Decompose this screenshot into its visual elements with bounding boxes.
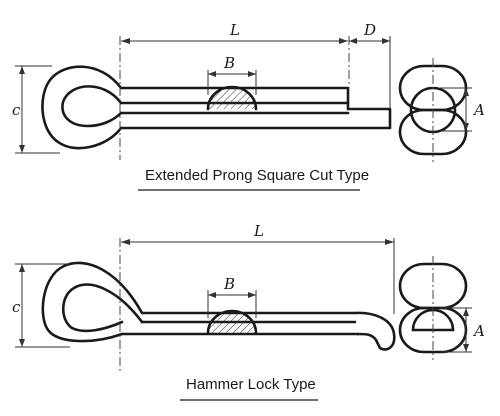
bearing-label: B [223,54,235,72]
pin-eye-outline [41,65,123,150]
top-caption: Extended Prong Square Cut Type [145,167,369,184]
top-end-view: A [398,58,485,162]
eye-label: c [12,101,21,119]
extended-prong [119,107,392,130]
bottom-caption: Hammer Lock Type [186,376,316,393]
pin-eye-inner [61,85,123,128]
section-label: A [472,101,485,119]
pin-eye-inner-bottom [61,283,144,333]
bearing-arc [206,85,258,111]
length-label-bottom: L [253,222,264,240]
eye-label-bottom: c [12,298,21,316]
hammer-lock-view: L B c A Hammer Lock Type [12,222,485,401]
end-view-lower [398,108,468,156]
bearing-label-bottom: B [223,275,235,293]
section-label-bottom: A [472,322,485,340]
extended-prong-view: L D B c A [12,21,485,191]
pin-eye-outline-bottom [41,261,144,343]
bearing-hatch-bottom [208,311,256,333]
bottom-end-view: A [398,256,485,360]
bearing-hatch [208,87,256,109]
length-label: L [229,21,240,39]
extension-label: D [363,21,376,39]
bearing-arc-bottom [206,309,258,335]
hammer-hook [353,311,396,351]
